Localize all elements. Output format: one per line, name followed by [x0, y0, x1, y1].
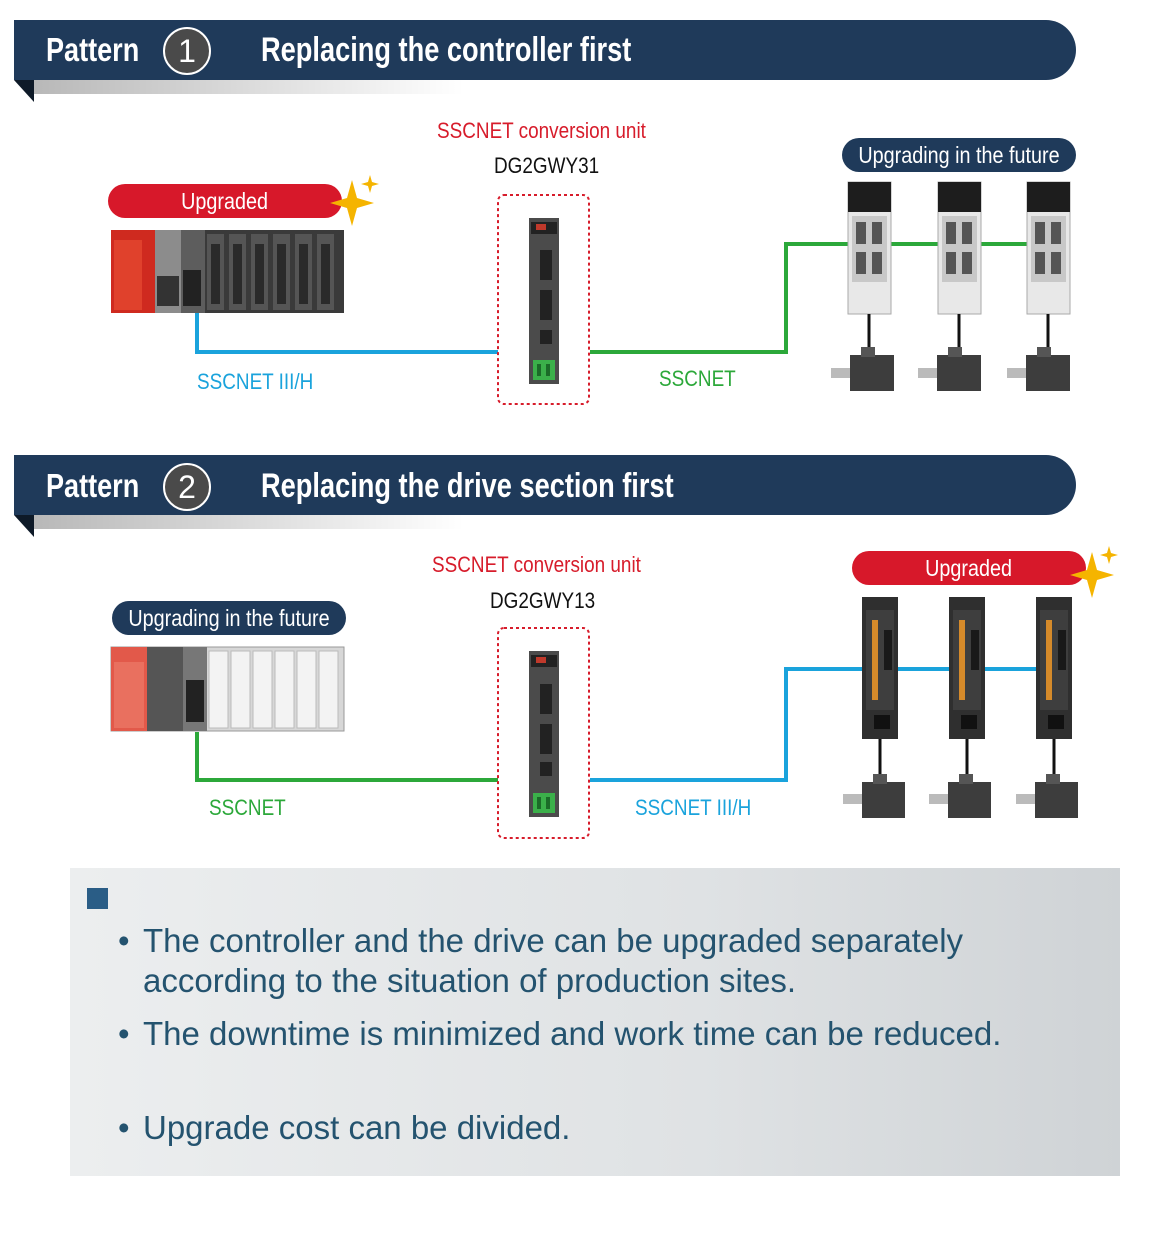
plc-controller-old	[110, 646, 345, 732]
pattern2-header-shadow	[34, 515, 464, 529]
bullet-dot-icon: •	[118, 922, 130, 959]
square-bullet-icon	[87, 888, 108, 909]
pattern2-left-link-label: SSCNET	[209, 795, 286, 820]
conversion-unit-frame	[497, 194, 590, 405]
servo-motor-3	[1007, 347, 1070, 391]
pattern1-number: 1	[163, 27, 211, 75]
benefit-text: The downtime is minimized and work time …	[143, 1015, 1002, 1052]
servo-amplifier-new-2	[949, 597, 985, 739]
sscnet3h-line	[195, 312, 498, 354]
servo-motor-new-1	[843, 774, 905, 818]
pattern2-right-link-label: SSCNET III/H	[635, 795, 752, 820]
servo-motor-new-2	[929, 774, 991, 818]
pattern1-upgraded-badge: Upgraded	[108, 184, 342, 218]
pattern1-future-badge: Upgrading in the future	[842, 138, 1076, 172]
servo-amplifier-new-3	[1036, 597, 1072, 739]
plc-controller-upgraded	[111, 230, 344, 313]
pattern1-title: Replacing the controller first	[261, 31, 632, 69]
benefit-item: • Upgrade cost can be divided.	[118, 1108, 1078, 1148]
pattern2-header-fold	[14, 515, 34, 537]
bullet-dot-icon: •	[118, 1015, 130, 1052]
servo-motor-new-3	[1016, 774, 1078, 818]
pattern2-diagram	[110, 546, 1118, 839]
benefit-item: • The downtime is minimized and work tim…	[118, 1014, 1078, 1054]
pattern1-right-link-label: SSCNET	[659, 366, 736, 391]
sscnet-line	[590, 242, 1048, 354]
pattern1-left-link-label: SSCNET III/H	[197, 369, 314, 394]
pattern1-header-fold	[14, 80, 34, 102]
pattern1-unit-model: DG2GWY31	[494, 153, 600, 178]
sscnet-line	[195, 732, 498, 782]
conversion-unit-device	[529, 651, 559, 817]
conversion-unit-device	[529, 218, 559, 384]
servo-amplifier-new-1	[862, 597, 898, 739]
sparkle-icon	[330, 175, 379, 226]
servo-amplifier-old-2	[937, 181, 982, 315]
pattern2-title: Replacing the drive section first	[261, 467, 674, 505]
bullet-dot-icon: •	[118, 1109, 130, 1146]
benefit-text: Upgrade cost can be divided.	[143, 1109, 571, 1146]
servo-motor-1	[831, 347, 894, 391]
benefits-panel	[70, 868, 1120, 1176]
pattern2-number: 2	[163, 463, 211, 511]
pattern1-diagram	[111, 175, 1071, 405]
servo-amplifier-old-1	[847, 181, 892, 315]
pattern2-upgraded-badge: Upgraded	[852, 551, 1086, 585]
benefit-item: • The controller and the drive can be up…	[118, 921, 1078, 1001]
servo-motor-2	[918, 347, 981, 391]
sparkle-icon	[1070, 546, 1118, 598]
conversion-unit-frame	[497, 627, 590, 839]
pattern2-word: Pattern	[46, 467, 140, 504]
pattern2-future-badge: Upgrading in the future	[112, 601, 346, 635]
sscnet3h-line	[590, 667, 1048, 782]
pattern2-unit-label: SSCNET conversion unit	[432, 552, 641, 577]
pattern1-word: Pattern	[46, 31, 140, 68]
pattern2-unit-model: DG2GWY13	[490, 588, 596, 613]
pattern1-unit-label: SSCNET conversion unit	[437, 118, 646, 143]
pattern1-header-shadow	[34, 80, 464, 94]
benefit-text: The controller and the drive can be upgr…	[143, 922, 964, 999]
servo-amplifier-old-3	[1026, 181, 1071, 315]
